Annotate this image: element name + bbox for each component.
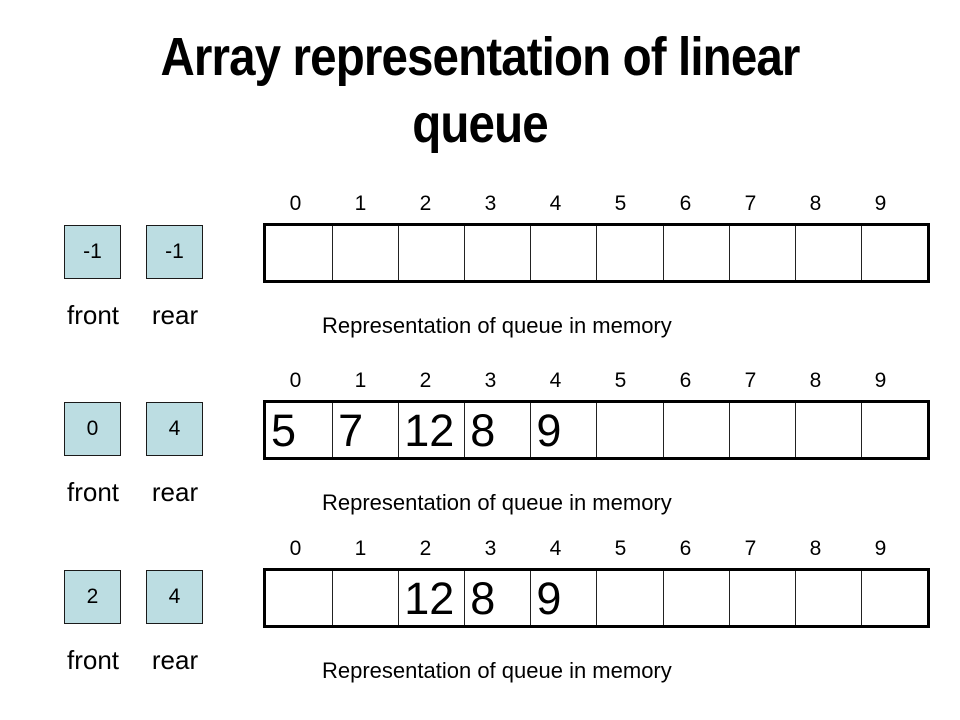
array-index-label: 8 <box>809 192 822 215</box>
queue-cell: 5 <box>271 404 297 456</box>
array-index-label: 4 <box>549 369 562 392</box>
queue-cell <box>596 226 662 280</box>
queue-cell <box>794 226 861 280</box>
queue-cell: 7 <box>332 403 398 457</box>
queue-cell <box>860 571 927 625</box>
rear-pointer-box: -1 <box>146 225 203 279</box>
rear-pointer-box: 4 <box>146 570 203 624</box>
array-index-label: 1 <box>354 192 367 215</box>
array-index-label: 5 <box>614 192 627 215</box>
queue-cell <box>728 403 795 457</box>
queue-cell <box>662 403 729 457</box>
queue-cell <box>794 571 861 625</box>
title-line-2: queue <box>412 94 548 154</box>
array-index-label: 8 <box>809 369 822 392</box>
array-index-label: 7 <box>744 369 757 392</box>
queue-cell <box>860 403 927 457</box>
array-index-label: 6 <box>679 192 692 215</box>
slide-title: Array representation of linear queue <box>0 24 960 158</box>
queue-array <box>263 223 930 283</box>
array-index-label: 0 <box>289 537 302 560</box>
queue-cell <box>464 226 530 280</box>
array-index-label: 2 <box>419 369 432 392</box>
array-index-label: 4 <box>549 192 562 215</box>
memory-caption: Representation of queue in memory <box>322 313 672 338</box>
array-index-label: 9 <box>874 537 887 560</box>
array-index-label: 3 <box>484 192 497 215</box>
array-index-row: 0 1 2 3 4 5 6 7 8 9 <box>263 192 913 216</box>
array-index-label: 9 <box>874 369 887 392</box>
array-index-label: 0 <box>289 369 302 392</box>
queue-cell <box>794 403 861 457</box>
queue-state-empty: -1 -1 front rear 0 1 2 3 4 5 6 7 8 9 Representati… <box>0 192 960 353</box>
array-index-label: 3 <box>484 537 497 560</box>
array-index-row: 0 1 2 3 4 5 6 7 8 9 <box>263 537 913 561</box>
queue-cell: 12 <box>398 571 464 625</box>
queue-cell <box>662 226 729 280</box>
queue-cell <box>596 403 662 457</box>
queue-cell <box>530 226 596 280</box>
front-pointer-box: 2 <box>64 570 121 624</box>
queue-cell <box>332 226 398 280</box>
array-index-label: 7 <box>744 537 757 560</box>
queue-cell <box>728 226 795 280</box>
array-index-label: 3 <box>484 369 497 392</box>
queue-cell: 8 <box>464 571 530 625</box>
queue-cell <box>332 571 398 625</box>
front-pointer-box: -1 <box>64 225 121 279</box>
array-index-label: 9 <box>874 192 887 215</box>
queue-cell <box>266 226 332 280</box>
front-label: front <box>66 300 120 330</box>
rear-label: rear <box>151 300 199 330</box>
rear-label: rear <box>151 477 199 507</box>
rear-label: rear <box>151 645 199 675</box>
array-index-label: 6 <box>679 369 692 392</box>
array-index-label: 0 <box>289 192 302 215</box>
array-index-row: 0 1 2 3 4 5 6 7 8 9 <box>263 369 913 393</box>
array-index-label: 7 <box>744 192 757 215</box>
front-pointer-box: 0 <box>64 402 121 456</box>
array-index-label: 5 <box>614 369 627 392</box>
front-label: front <box>66 477 120 507</box>
array-index-label: 1 <box>354 537 367 560</box>
queue-cell: 12 <box>398 403 464 457</box>
queue-cell <box>860 226 927 280</box>
array-index-label: 5 <box>614 537 627 560</box>
queue-cell: 9 <box>530 403 596 457</box>
array-index-label: 2 <box>419 537 432 560</box>
memory-caption: Representation of queue in memory <box>322 658 672 683</box>
queue-cell <box>662 571 729 625</box>
queue-cell <box>398 226 464 280</box>
array-index-label: 2 <box>419 192 432 215</box>
queue-cell <box>266 571 332 625</box>
array-index-label: 8 <box>809 537 822 560</box>
rear-pointer-box: 4 <box>146 402 203 456</box>
queue-cell <box>728 571 795 625</box>
queue-cell: 9 <box>530 571 596 625</box>
queue-cell <box>596 571 662 625</box>
array-index-label: 4 <box>549 537 562 560</box>
queue-cell: 8 <box>464 403 530 457</box>
title-line-1: Array representation of linear <box>160 27 800 87</box>
array-index-label: 1 <box>354 369 367 392</box>
array-index-label: 6 <box>679 537 692 560</box>
memory-caption: Representation of queue in memory <box>322 490 672 515</box>
front-label: front <box>66 645 120 675</box>
